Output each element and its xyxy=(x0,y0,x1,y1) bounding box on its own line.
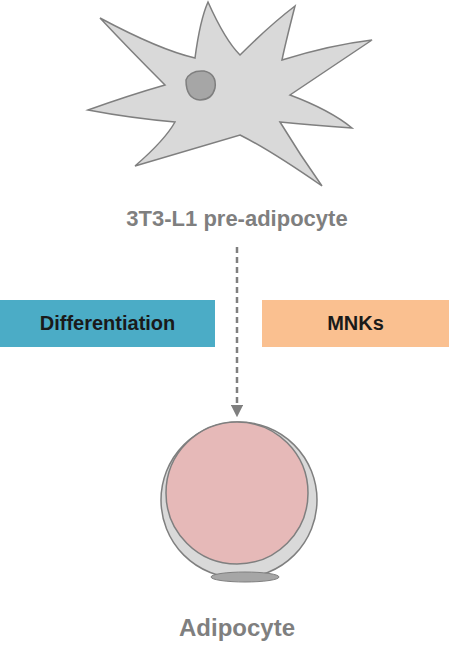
process-box: Differentiation xyxy=(0,300,215,347)
lipid-droplet xyxy=(166,422,308,564)
cell-outline xyxy=(72,0,402,200)
adipocyte-cell: Adipocyte xyxy=(117,418,357,658)
cell-label: Adipocyte xyxy=(117,614,357,642)
cell-outline xyxy=(117,418,357,598)
nucleus xyxy=(186,71,215,100)
pre-adipocyte-cell: 3T3-L1 pre-adipocyte xyxy=(72,0,402,245)
box-label: Differentiation xyxy=(0,312,215,335)
process-box: MNKs xyxy=(262,300,449,347)
cell-membrane xyxy=(161,422,317,578)
dashed-arrow xyxy=(236,247,239,416)
cell-body xyxy=(88,2,372,186)
box-label: MNKs xyxy=(262,312,449,335)
nucleus xyxy=(211,572,279,582)
cell-label: 3T3-L1 pre-adipocyte xyxy=(72,206,402,232)
